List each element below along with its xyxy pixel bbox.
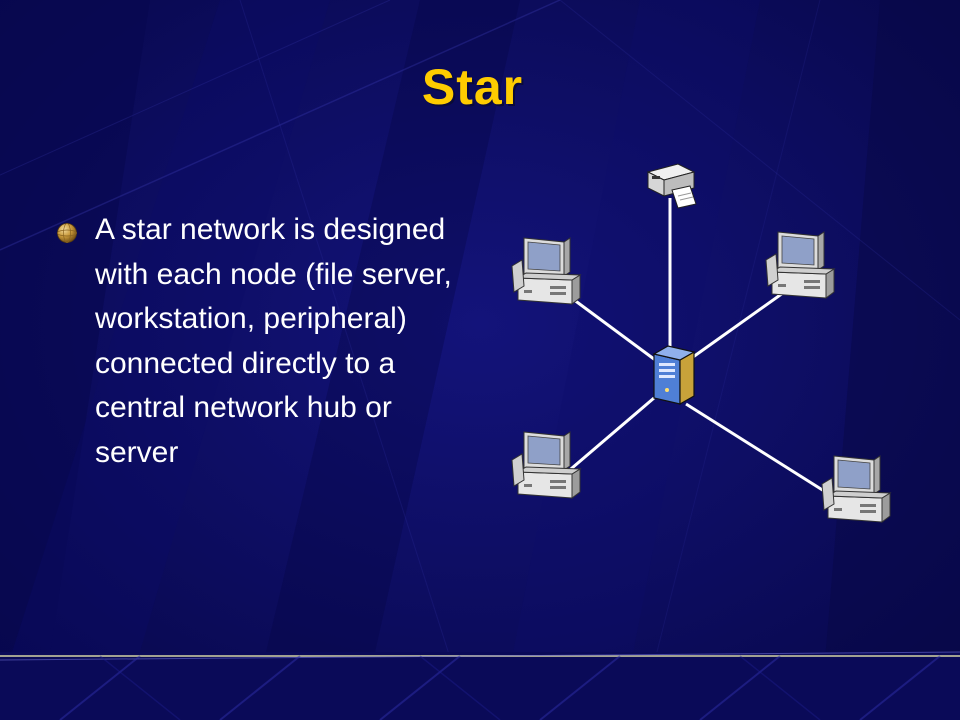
bullet-sphere-icon [57,223,77,243]
link-hub-ws-bottom-right [685,402,833,498]
slide-title: Star [421,59,524,115]
link-hub-ws-bottom-left [557,396,655,482]
desktop-computer-icon-bottom-right [821,455,891,523]
network-links [557,198,833,498]
star-network-diagram [511,163,891,523]
desktop-computer-icon-bottom-left [511,431,581,499]
link-hub-ws-top-right [685,286,791,364]
printer-icon [646,163,697,209]
bullet-text: A star network is designed with each nod… [95,213,452,469]
server-tower-icon [652,345,696,406]
desktop-computer-icon-top-left [511,237,581,305]
desktop-computer-icon-top-right [765,231,835,299]
